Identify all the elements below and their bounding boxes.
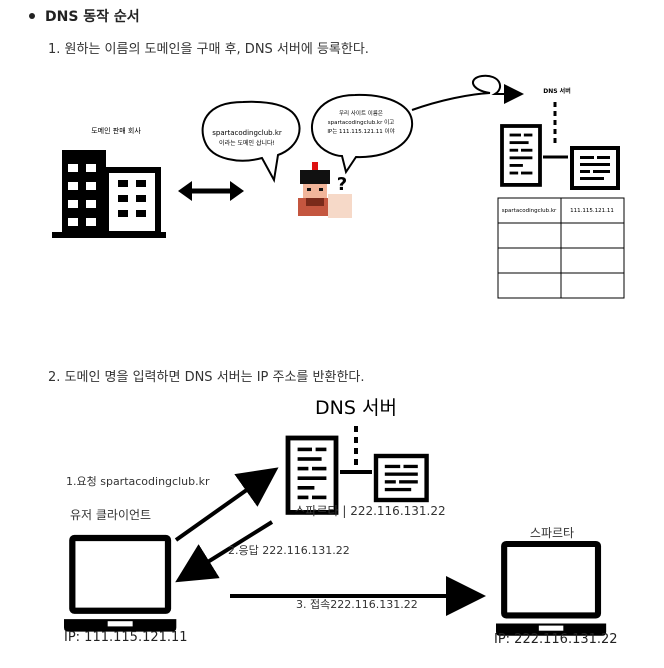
connect-label: 3. 접속222.116.131.22 bbox=[296, 598, 418, 611]
step-2-text: 2. 도메인 명을 입력하면 DNS 서버는 IP 주소를 반환한다. bbox=[48, 370, 365, 385]
curly-arrow-icon bbox=[411, 74, 524, 111]
fig1-dns-label: DNS 서버 bbox=[543, 87, 570, 95]
bubble-left-line1: spartacodingclub.kr bbox=[212, 129, 282, 137]
step-1-text: 1. 원하는 이름의 도메인을 구매 후, DNS 서버에 등록한다. bbox=[48, 42, 369, 57]
bubble-right-line2: spartacodingclub.kr 이고 bbox=[328, 118, 395, 126]
fig1-dns-table bbox=[497, 197, 625, 299]
client-label: 유저 클라이언트 bbox=[70, 508, 151, 522]
client-laptop-icon bbox=[64, 538, 176, 632]
spartan-character-icon: ? bbox=[298, 162, 352, 218]
server-label: 스파르타 bbox=[530, 526, 574, 540]
bubble-left-line2: 이라는 도메인 삽니다! bbox=[219, 139, 275, 147]
table-cell: 111.115.121.11 bbox=[570, 208, 614, 214]
dns-record-label: 스파르타 | 222.116.131.22 bbox=[294, 504, 445, 518]
response-arrow bbox=[175, 520, 274, 583]
table-cell: spartacodingclub.kr bbox=[502, 208, 557, 214]
svg-text:?: ? bbox=[337, 174, 347, 195]
section-heading: DNS 동작 순서 bbox=[45, 9, 140, 25]
speech-bubble-left bbox=[201, 100, 301, 184]
bubble-right-line1: 우리 사이트 이름은 bbox=[339, 109, 383, 117]
bubble-right-line3: IP는 111.115.121.11 이야 bbox=[327, 127, 394, 135]
speech-bubble-right bbox=[310, 93, 414, 175]
request-arrow bbox=[174, 467, 279, 542]
fig1-dns-server-icon bbox=[500, 102, 620, 190]
fig2-dns-label: DNS 서버 bbox=[315, 397, 397, 419]
request-label: 1.요청 spartacodingclub.kr bbox=[66, 475, 210, 488]
registrar-label: 도메인 판매 회사 bbox=[91, 126, 141, 135]
client-ip-label: IP: 111.115.121.11 bbox=[64, 630, 188, 645]
building-icon bbox=[52, 150, 166, 238]
fig2-dns-server-icon bbox=[288, 426, 427, 512]
bullet-dot bbox=[29, 13, 35, 19]
double-arrow-icon bbox=[178, 181, 244, 201]
server-laptop-icon bbox=[496, 544, 606, 636]
response-label: 2.응답 222.116.131.22 bbox=[228, 544, 350, 557]
server-ip-label: IP: 222.116.131.22 bbox=[494, 632, 618, 647]
